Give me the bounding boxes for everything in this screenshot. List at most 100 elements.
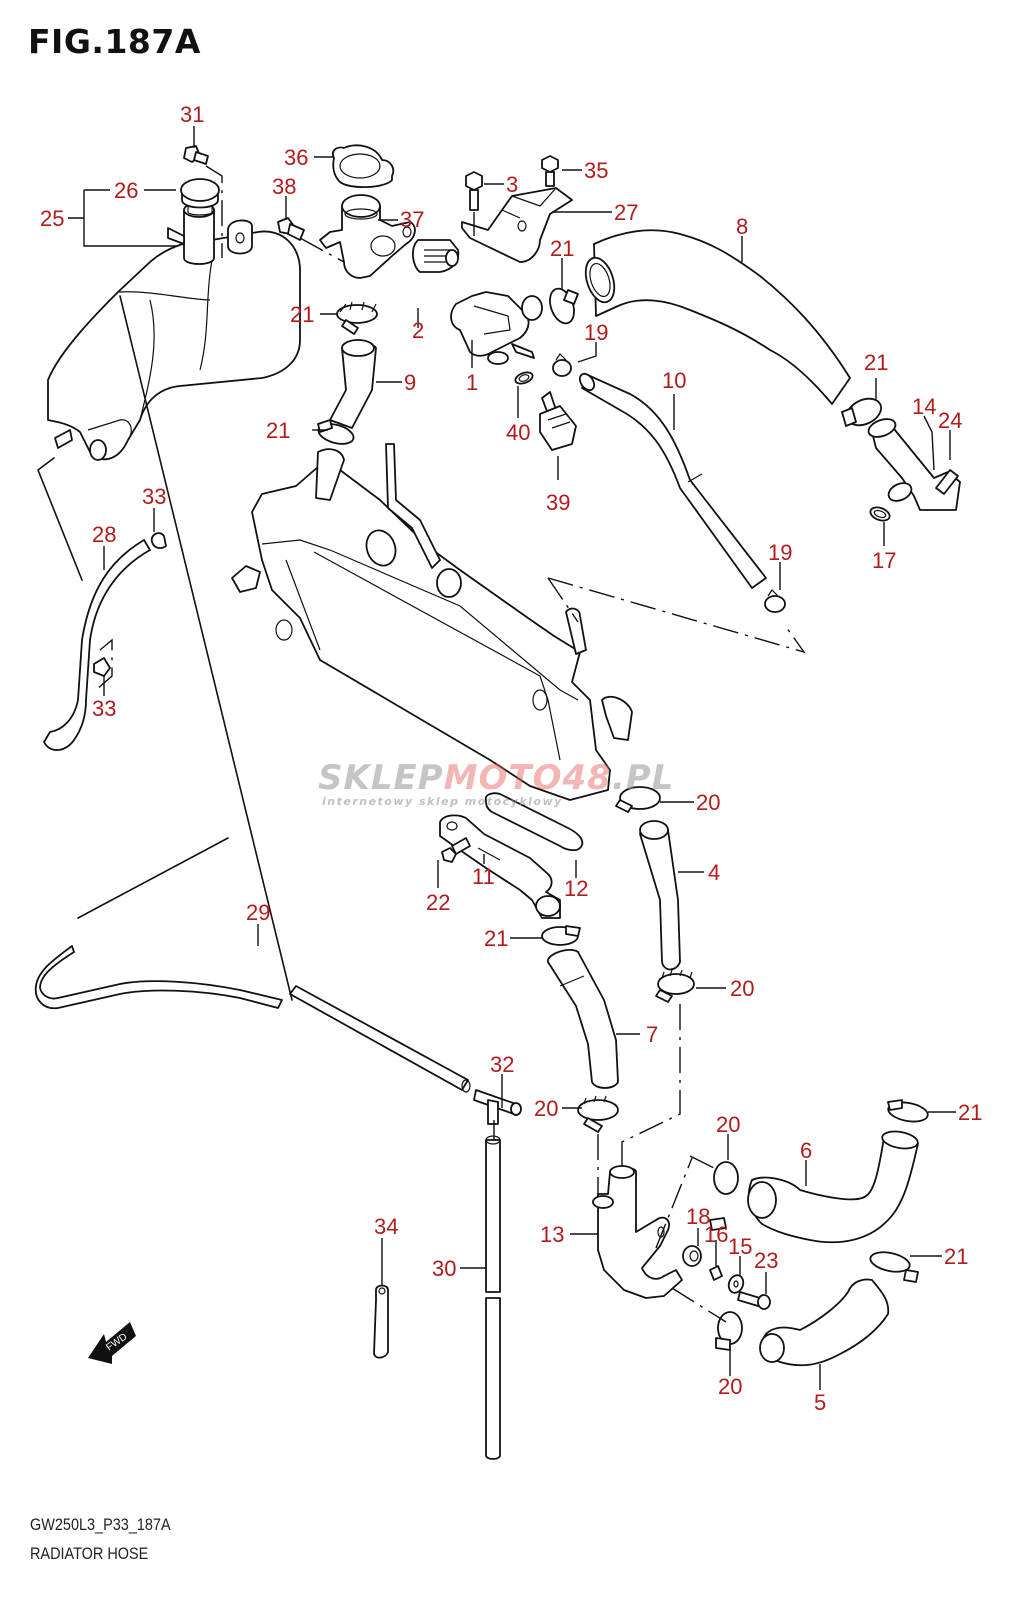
- callout-5[interactable]: 5: [814, 1390, 826, 1415]
- small-clamp[interactable]: [764, 589, 786, 613]
- callout-3[interactable]: 3: [506, 172, 518, 197]
- callout-6[interactable]: 6: [800, 1138, 812, 1163]
- hose-clamp[interactable]: [655, 969, 695, 1003]
- callout-21-g[interactable]: 21: [944, 1244, 968, 1269]
- radiator[interactable]: [231, 443, 633, 801]
- hose-clamp[interactable]: [841, 394, 885, 431]
- callout-33-a[interactable]: 33: [142, 484, 166, 509]
- callout-9[interactable]: 9: [404, 370, 416, 395]
- hose-clamp[interactable]: [615, 786, 661, 813]
- hose-clamp[interactable]: [869, 1249, 919, 1283]
- hose-10[interactable]: [577, 371, 767, 589]
- callout-21-a[interactable]: 21: [550, 236, 574, 261]
- tank-bolt[interactable]: [183, 145, 209, 165]
- callout-19-b[interactable]: 19: [768, 540, 792, 565]
- pump-bolt[interactable]: [441, 837, 471, 863]
- callout-21-d[interactable]: 21: [266, 418, 290, 443]
- hose-8[interactable]: [581, 229, 851, 405]
- hose-clamp[interactable]: [336, 301, 378, 335]
- callout-21-f[interactable]: 21: [958, 1100, 982, 1125]
- hose-7[interactable]: [547, 949, 619, 1089]
- hose-4[interactable]: [639, 820, 681, 971]
- callout-27[interactable]: 27: [614, 200, 638, 225]
- callout-34[interactable]: 34: [374, 1214, 398, 1239]
- water-joint[interactable]: [592, 1165, 683, 1299]
- callout-8[interactable]: 8: [736, 214, 748, 239]
- thermostat-case[interactable]: [450, 291, 543, 365]
- callout-2[interactable]: 2: [412, 318, 424, 343]
- callout-20-b[interactable]: 20: [730, 976, 754, 1001]
- callout-17[interactable]: 17: [872, 548, 896, 573]
- bushing[interactable]: [682, 1245, 702, 1267]
- hose-30[interactable]: [485, 1135, 501, 1460]
- callout-10[interactable]: 10: [662, 368, 686, 393]
- callout-18[interactable]: 18: [686, 1204, 710, 1229]
- hose-clamp[interactable]: [887, 1099, 930, 1125]
- hose-9[interactable]: [329, 339, 377, 429]
- callout-15[interactable]: 15: [728, 1234, 752, 1259]
- callout-33-b[interactable]: 33: [92, 696, 116, 721]
- callout-19-a[interactable]: 19: [584, 320, 608, 345]
- callout-20-c[interactable]: 20: [534, 1096, 558, 1121]
- hose-clamp[interactable]: [541, 925, 581, 946]
- bracket[interactable]: [461, 187, 573, 263]
- callout-11[interactable]: 11: [472, 864, 495, 889]
- reservoir-cap[interactable]: [180, 178, 220, 216]
- callout-31[interactable]: 31: [180, 102, 204, 127]
- hose-29[interactable]: [34, 945, 471, 1093]
- callout-22[interactable]: 22: [426, 890, 450, 915]
- callout-26[interactable]: 26: [114, 178, 138, 203]
- callout-21-e[interactable]: 21: [484, 926, 508, 951]
- callout-32[interactable]: 32: [490, 1052, 514, 1077]
- hose-clamp[interactable]: [709, 1161, 739, 1231]
- hose-joint[interactable]: [473, 1089, 522, 1125]
- bracket-bolt[interactable]: [465, 171, 483, 211]
- callout-29[interactable]: 29: [246, 900, 270, 925]
- temperature-sensor[interactable]: [539, 391, 577, 451]
- callout-39[interactable]: 39: [546, 490, 570, 515]
- overflow-hose[interactable]: [43, 539, 151, 751]
- callout-37[interactable]: 37: [400, 207, 424, 232]
- hose-6[interactable]: [747, 1129, 919, 1244]
- hose-clip[interactable]: [150, 532, 167, 549]
- callout-40[interactable]: 40: [506, 420, 530, 445]
- callout-13[interactable]: 13: [540, 1222, 564, 1247]
- callout-38[interactable]: 38: [272, 174, 296, 199]
- hose-5[interactable]: [759, 1278, 890, 1367]
- joint-bolt[interactable]: [737, 1291, 771, 1310]
- hose-band[interactable]: [373, 1284, 389, 1359]
- callout-20-a[interactable]: 20: [696, 790, 720, 815]
- callout-24[interactable]: 24: [938, 408, 962, 433]
- callout-16[interactable]: 16: [704, 1222, 728, 1247]
- callout-25[interactable]: 25: [40, 206, 64, 231]
- callout-4[interactable]: 4: [708, 860, 720, 885]
- callout-12[interactable]: 12: [564, 876, 588, 901]
- radiator-cap[interactable]: [332, 144, 395, 188]
- callout-7[interactable]: 7: [646, 1022, 658, 1047]
- small-clamp[interactable]: [552, 353, 572, 377]
- callout-30[interactable]: 30: [432, 1256, 456, 1281]
- water-pump-cover[interactable]: [439, 814, 561, 919]
- hose-clamp[interactable]: [546, 285, 579, 326]
- pump-gasket[interactable]: [484, 792, 584, 852]
- callout-35[interactable]: 35: [584, 158, 608, 183]
- gasket[interactable]: [869, 505, 892, 523]
- callout-20-d[interactable]: 20: [716, 1112, 740, 1137]
- o-ring[interactable]: [514, 370, 534, 386]
- callout-21-b[interactable]: 21: [290, 302, 314, 327]
- hose-clamp[interactable]: [577, 1095, 619, 1133]
- callout-28[interactable]: 28: [92, 522, 116, 547]
- callout-36[interactable]: 36: [284, 145, 308, 170]
- reservoir-tank[interactable]: [47, 202, 301, 461]
- hose-clip[interactable]: [93, 657, 111, 677]
- callout-23[interactable]: 23: [754, 1248, 778, 1273]
- collar[interactable]: [709, 1265, 723, 1281]
- callout-1[interactable]: 1: [466, 370, 478, 395]
- callout-21-c[interactable]: 21: [864, 350, 888, 375]
- callout-20-e[interactable]: 20: [718, 1374, 742, 1399]
- bracket-bolt-small[interactable]: [541, 155, 559, 187]
- thermostat[interactable]: [412, 239, 460, 273]
- fitting-bolt[interactable]: [935, 469, 959, 495]
- callout-14[interactable]: 14: [912, 394, 936, 419]
- filler-neck[interactable]: [319, 194, 416, 279]
